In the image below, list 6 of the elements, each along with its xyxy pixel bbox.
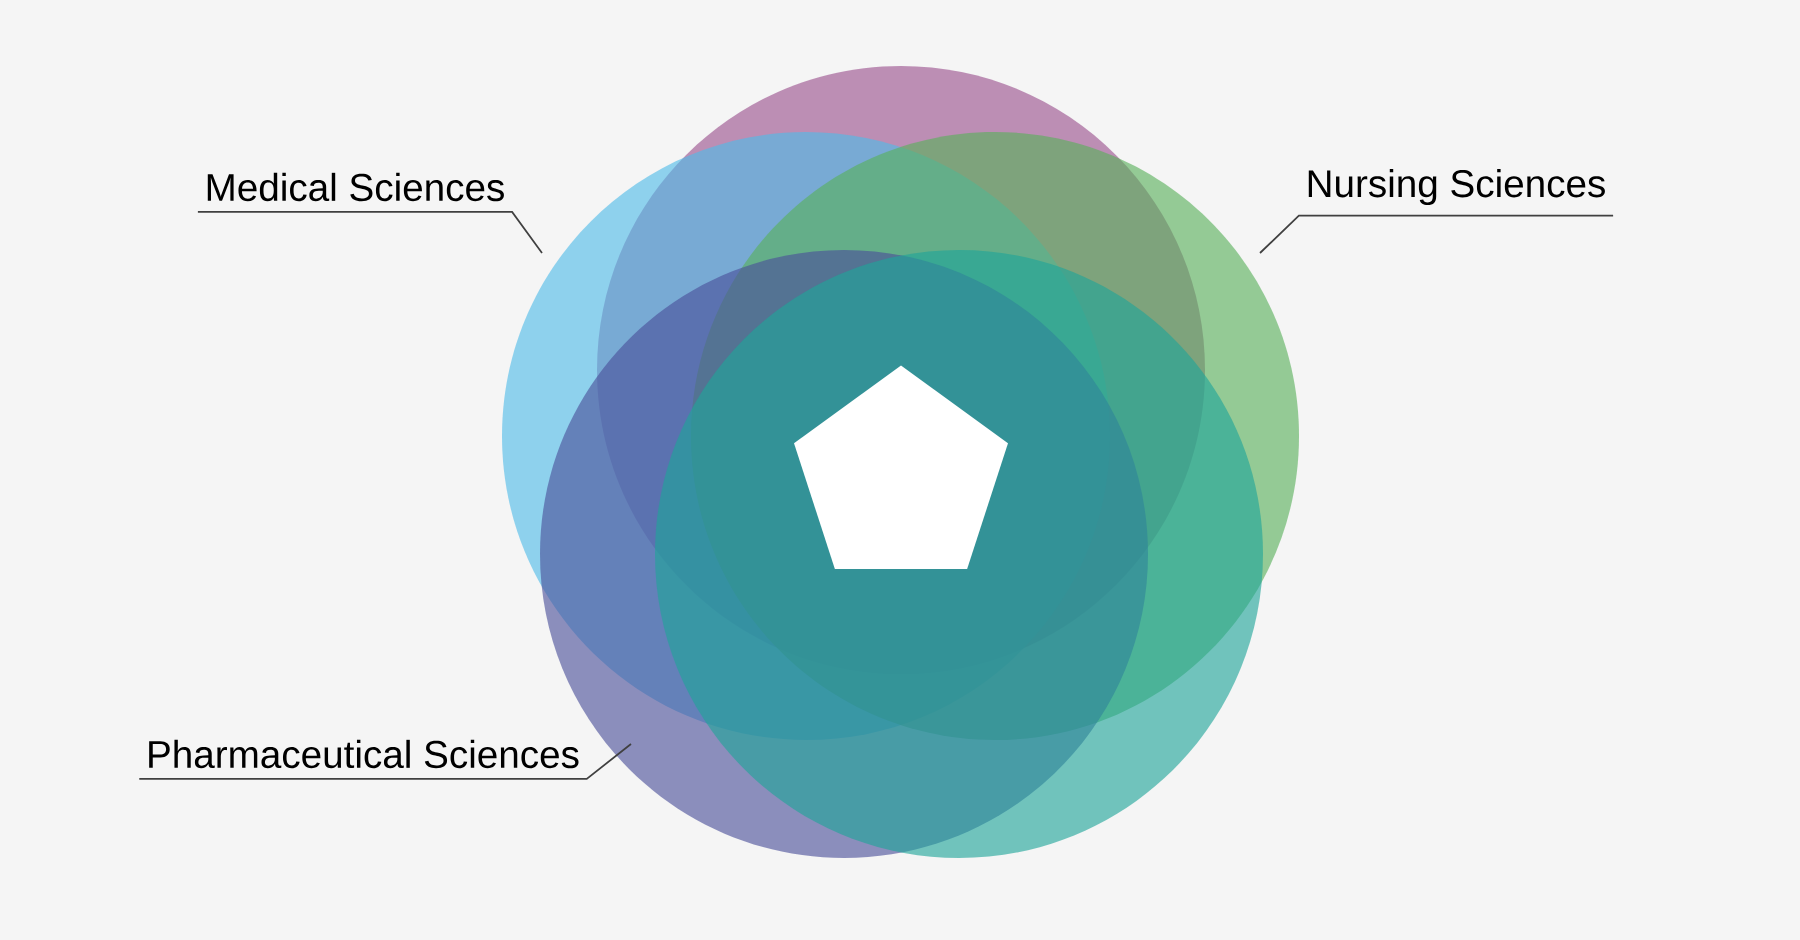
label-text: Pharmaceutical Sciences: [149, 739, 579, 769]
label-text: Nursing Sciences: [1308, 169, 1605, 205]
label-text: Medical Sciences: [207, 172, 504, 202]
leader-line: [197, 211, 543, 254]
leader-line: [1259, 214, 1614, 254]
leader-line: [138, 743, 632, 780]
